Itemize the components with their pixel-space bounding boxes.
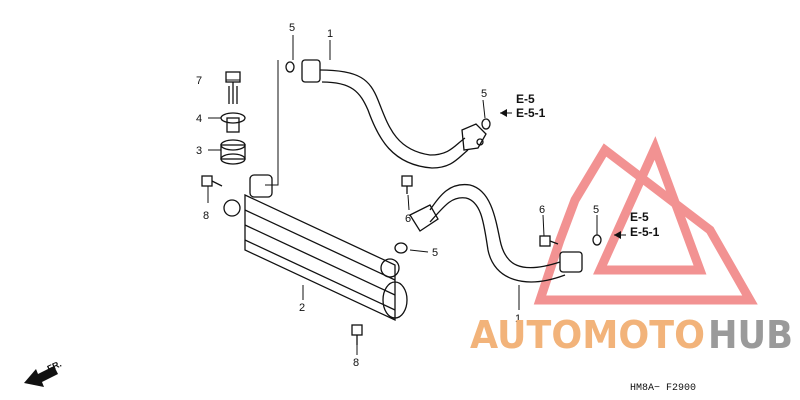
collar-4 (220, 112, 246, 133)
cooler-mount-upper (249, 174, 273, 198)
watermark-triangle-outer (533, 143, 758, 305)
bolt-8-upper (201, 175, 223, 187)
part-label-2: 2 (299, 302, 305, 314)
front-label: FR. (46, 359, 63, 374)
mount-hardware (220, 71, 246, 165)
part-label-3: 3 (196, 145, 202, 157)
reference-right-secondary: E-5-1 (630, 225, 660, 239)
hose-fitting-lower-right (559, 251, 583, 273)
washer-5-right (592, 234, 602, 246)
part-label-4: 4 (196, 113, 202, 125)
watermark-text-automoto: AUTOMOTO (470, 313, 705, 357)
watermark-text-hub: HUB (708, 313, 793, 357)
leader-lines (207, 35, 626, 355)
hose-fitting-lower-left (409, 204, 439, 232)
part-label-6-lower: 6 (539, 204, 545, 216)
reference-right-primary: E-5 (630, 210, 649, 224)
bolt-7 (225, 71, 241, 104)
part-label-7: 7 (196, 75, 202, 87)
front-arrow-icon (24, 366, 58, 387)
part-label-8-upper: 8 (203, 210, 209, 222)
hose-fitting-upper-right (461, 123, 487, 151)
hose-fitting-upper-left (301, 59, 321, 83)
bolt-6-lower (539, 235, 559, 247)
cooler-bracket-left (223, 199, 241, 217)
front-direction: FR. (24, 359, 63, 387)
arrow-left-icon (500, 109, 507, 117)
reference-top: E-5 E-5-1 (500, 92, 546, 120)
diagram-code: HM8A− F2900 (630, 383, 696, 394)
arrow-left-icon (614, 231, 621, 239)
watermark-triangle-inner (593, 136, 707, 275)
part-label-5-cooler: 5 (432, 247, 438, 259)
grommet-3 (220, 139, 246, 165)
oil-hose-lower (409, 183, 583, 283)
reference-right: E-5 E-5-1 (614, 210, 660, 239)
washer-5-hose (481, 118, 491, 130)
cooler-end-cap (382, 281, 408, 319)
part-label-8-lower: 8 (353, 357, 359, 369)
bolt-8-lower (351, 324, 363, 345)
part-label-5-right: 5 (593, 204, 599, 216)
cooler-port-upper (380, 258, 400, 278)
fasteners (201, 61, 602, 345)
part-label-6-upper: 6 (405, 213, 411, 225)
watermark-logo (533, 136, 758, 305)
part-label-5-hose: 5 (481, 88, 487, 100)
part-label-5-top: 5 (289, 22, 295, 34)
bolt-6-upper (401, 175, 413, 194)
part-label-1-top: 1 (327, 28, 333, 40)
reference-top-secondary: E-5-1 (516, 106, 546, 120)
oil-cooler (223, 174, 408, 322)
washer-5-cooler (394, 242, 408, 254)
part-label-1-lower: 1 (515, 313, 521, 325)
oil-hose-upper (301, 59, 487, 169)
washer-5-top (285, 61, 295, 73)
reference-top-primary: E-5 (516, 92, 535, 106)
